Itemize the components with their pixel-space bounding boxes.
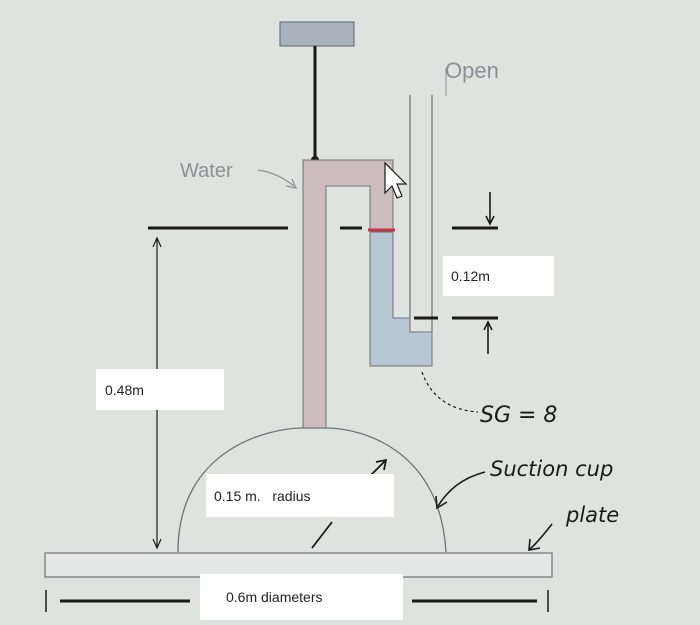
sg-label: SG = 8 [480,403,557,428]
suction-pointer-head [435,495,448,510]
height-total-value: 0.48m [105,381,144,398]
open-label: Open [445,58,499,83]
height-gap-value: 0.12m [451,268,490,284]
dim-arrow-top-head [485,215,495,226]
manometer-fluid [369,231,433,367]
radius-arrow-upper-head [375,458,388,471]
suction-cup-label: Suction cup [490,457,613,481]
water-pointer-head [285,178,298,189]
water-label: Water [180,160,233,182]
suction-pointer [437,471,486,507]
radius-value: 0.15 m. radius [214,487,311,504]
suction-cup-dome [177,427,447,553]
diameter-box: 0.6m diameters [200,574,403,620]
height-gap-box: 0.12m [443,256,554,296]
sg-pointer [421,371,479,413]
mouse-cursor-icon [384,161,408,199]
dim-height-arrow-bottom [152,538,162,550]
dim-arrow-bottom-head [483,320,493,331]
plate-label: plate [565,503,619,527]
handle-bar [279,21,355,47]
height-total-box: 0.48m [96,369,224,410]
radius-arrow-lower [311,521,333,549]
plate-pointer-head [528,538,541,551]
radius-box: 0.15 m. radius [206,474,394,517]
diameter-value: 0.6m diameters [226,589,323,605]
plate-pointer [529,523,553,550]
dim-height-arrow-top [152,236,162,248]
water-pointer [257,169,295,187]
